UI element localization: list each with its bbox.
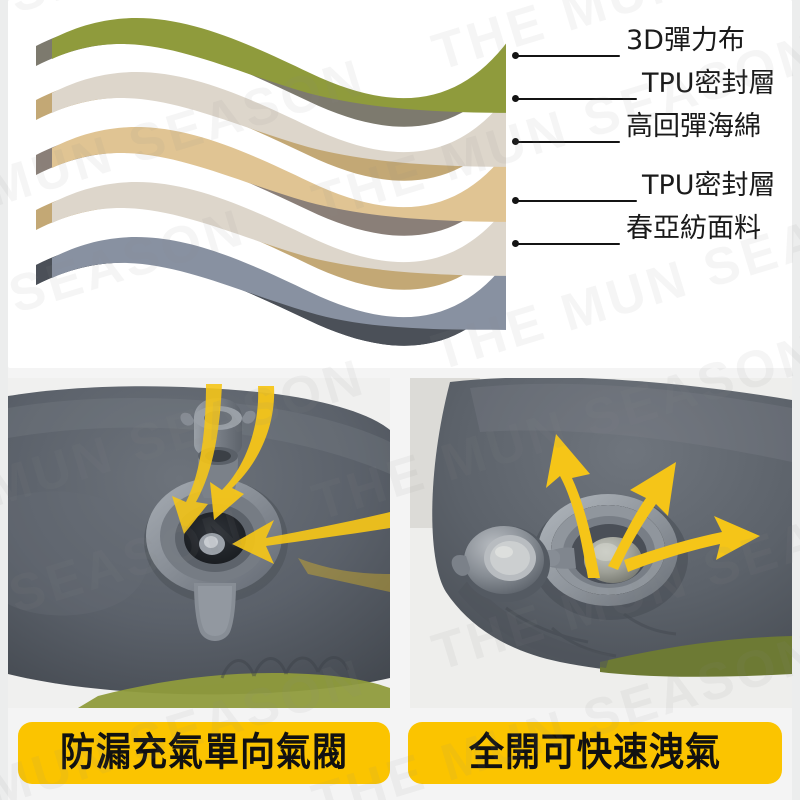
page-left-edge [0, 0, 8, 800]
page-right-edge [792, 0, 800, 800]
layer-label-4: TPU密封層 [642, 170, 776, 201]
label-area-mask [506, 0, 792, 368]
leader-stroke-3 [515, 140, 620, 143]
deflation-valve-photo [410, 378, 792, 708]
layer-label-2: TPU密封層 [642, 68, 776, 99]
airflow-arrow-group [172, 384, 390, 592]
inflation-valve-illustration [8, 378, 390, 708]
caption-text-deflation: 全開可快速洩氣 [468, 730, 721, 775]
inflation-valve-photo [8, 378, 390, 708]
leader-stroke-4 [515, 199, 637, 202]
leader-stroke-1 [515, 54, 620, 57]
deflation-valve-illustration [410, 378, 792, 708]
material-layer-diagram: 3D彈力布 TPU密封層 高回彈海綿 TPU密封層 春亞紡面料 [8, 0, 792, 368]
caption-bar-inflation: 防漏充氣單向氣閥 [18, 722, 390, 784]
layer-label-5: 春亞紡面料 [626, 213, 761, 244]
layer-label-1: 3D彈力布 [626, 25, 745, 56]
caption-text-inflation: 防漏充氣單向氣閥 [59, 730, 348, 775]
leader-stroke-2 [515, 97, 637, 100]
layer-label-3: 高回彈海綿 [626, 111, 761, 142]
leader-stroke-5 [515, 242, 620, 245]
airflow-arrow-group [546, 434, 760, 578]
caption-bar-deflation: 全開可快速洩氣 [408, 722, 782, 784]
